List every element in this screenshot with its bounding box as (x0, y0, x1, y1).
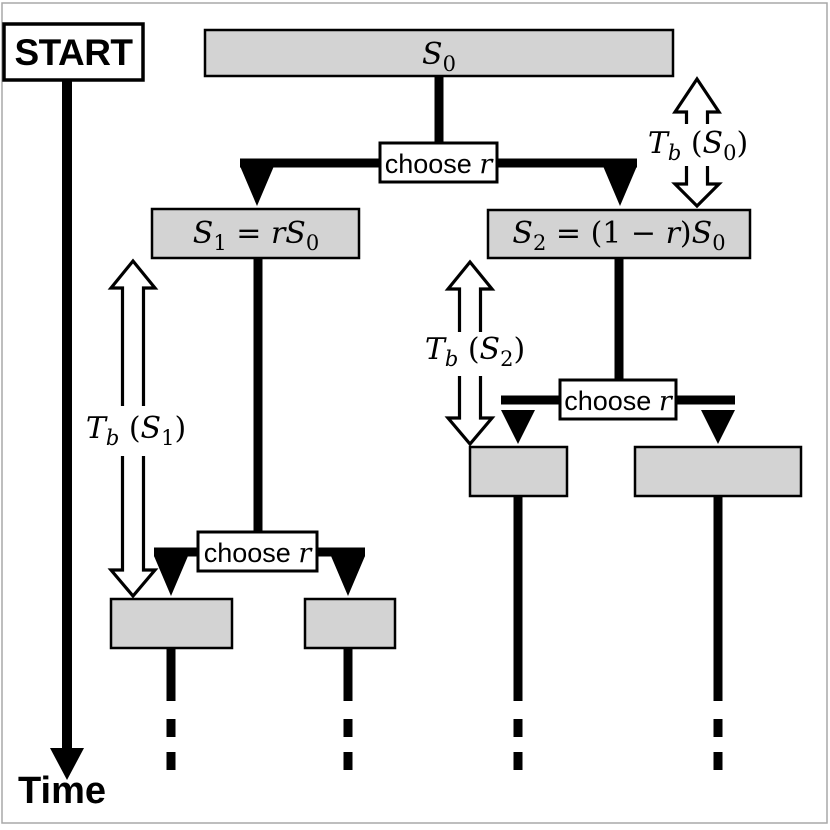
choose-r-label-3: choose r (564, 386, 674, 417)
choose-word: choose (564, 386, 659, 416)
tb-s0-down-arrow (671, 166, 723, 209)
tb-s-symbol: S (141, 411, 162, 446)
tb-s-symbol: S (703, 126, 724, 161)
choose-r-label-2: choose r (204, 538, 314, 569)
tb-subscript: b (445, 347, 458, 371)
s1-symbol: S (193, 216, 214, 251)
branch1-left-arrowhead (240, 166, 274, 206)
s2-s0-symbol: S (692, 216, 713, 251)
s1-subscript: 1 (213, 231, 226, 255)
s1-s0-symbol: S (285, 216, 306, 251)
tb-close-paren: ) (736, 126, 748, 161)
choose-word: choose (385, 149, 480, 179)
tb-s2-label: Tb (S2) (425, 332, 525, 371)
s2-r-var: r (666, 216, 682, 251)
s1-box (150, 207, 361, 260)
branch2-right-arrowhead (331, 556, 365, 596)
choose-r-box-1 (378, 141, 499, 184)
choose-var: r (659, 386, 674, 417)
tb-open-paren: ( (119, 411, 140, 446)
breakup-time-arrows (107, 76, 723, 599)
choose-var: r (298, 538, 313, 569)
time-label: Time (18, 770, 106, 812)
s1-equals: = (227, 216, 271, 251)
branch-arrowheads (154, 166, 735, 596)
s2-s0-subscript: 0 (712, 231, 725, 255)
branch3-right-arrowhead (701, 410, 735, 444)
branch3-left-arrowhead (501, 410, 535, 444)
s0-subscript: 0 (443, 52, 456, 76)
tb-close-paren: ) (513, 332, 525, 367)
choose-r-label-1: choose r (385, 149, 495, 180)
tb-s0-up-arrow (672, 76, 722, 124)
s2-right-child-box (633, 445, 803, 498)
tb-s1-label: Tb (S1) (86, 411, 186, 450)
s2-label: S2 = (1 − r)S0 (512, 216, 725, 255)
s2-equals-open: = (1 − (546, 216, 665, 251)
s2-subscript: 2 (533, 231, 546, 255)
start-label: START (14, 32, 133, 73)
s1-label: S1 = rS0 (193, 216, 319, 255)
tb-close-paren: ) (174, 411, 186, 446)
choose-r-box-2 (196, 530, 319, 573)
tb-s-subscript: 0 (723, 141, 736, 165)
s1-right-child-box (303, 597, 397, 650)
tb-s2-down-arrow (444, 376, 496, 447)
s0-label: S0 (422, 37, 456, 76)
s2-box (486, 208, 752, 260)
tb-symbol: T (86, 411, 108, 446)
s2-symbol: S (512, 216, 533, 251)
s1-r-var: r (271, 216, 287, 251)
tb-subscript: b (106, 426, 119, 450)
s1-s0-subscript: 0 (306, 231, 319, 255)
tb-subscript: b (668, 141, 681, 165)
choose-word: choose (204, 538, 299, 568)
s0-box (203, 28, 675, 78)
s2-left-child-box (468, 445, 569, 498)
tb-s-subscript: 2 (500, 347, 513, 371)
tb-s-subscript: 1 (161, 426, 174, 450)
time-axis-arrowhead (50, 748, 84, 780)
choose-var: r (479, 149, 494, 180)
s2-close-paren: ) (680, 216, 692, 251)
tb-open-paren: ( (681, 126, 702, 161)
tree-connectors (154, 74, 735, 771)
choose-r-box-3 (558, 378, 678, 421)
branch1-right-arrowhead (603, 166, 637, 206)
tb-symbol: T (648, 126, 670, 161)
branch2-left-arrowhead (154, 556, 188, 596)
tb-open-paren: ( (458, 332, 479, 367)
s1-left-child-box (109, 597, 234, 650)
tb-s1-down-arrow (107, 456, 159, 599)
tb-s0-label: Tb (S0) (648, 126, 748, 165)
tb-s2-up-arrow (444, 259, 496, 332)
s0-symbol: S (422, 37, 443, 72)
tb-symbol: T (425, 332, 447, 367)
tb-s-symbol: S (480, 332, 501, 367)
start-box (2, 22, 145, 82)
tb-s1-up-arrow (107, 258, 159, 406)
